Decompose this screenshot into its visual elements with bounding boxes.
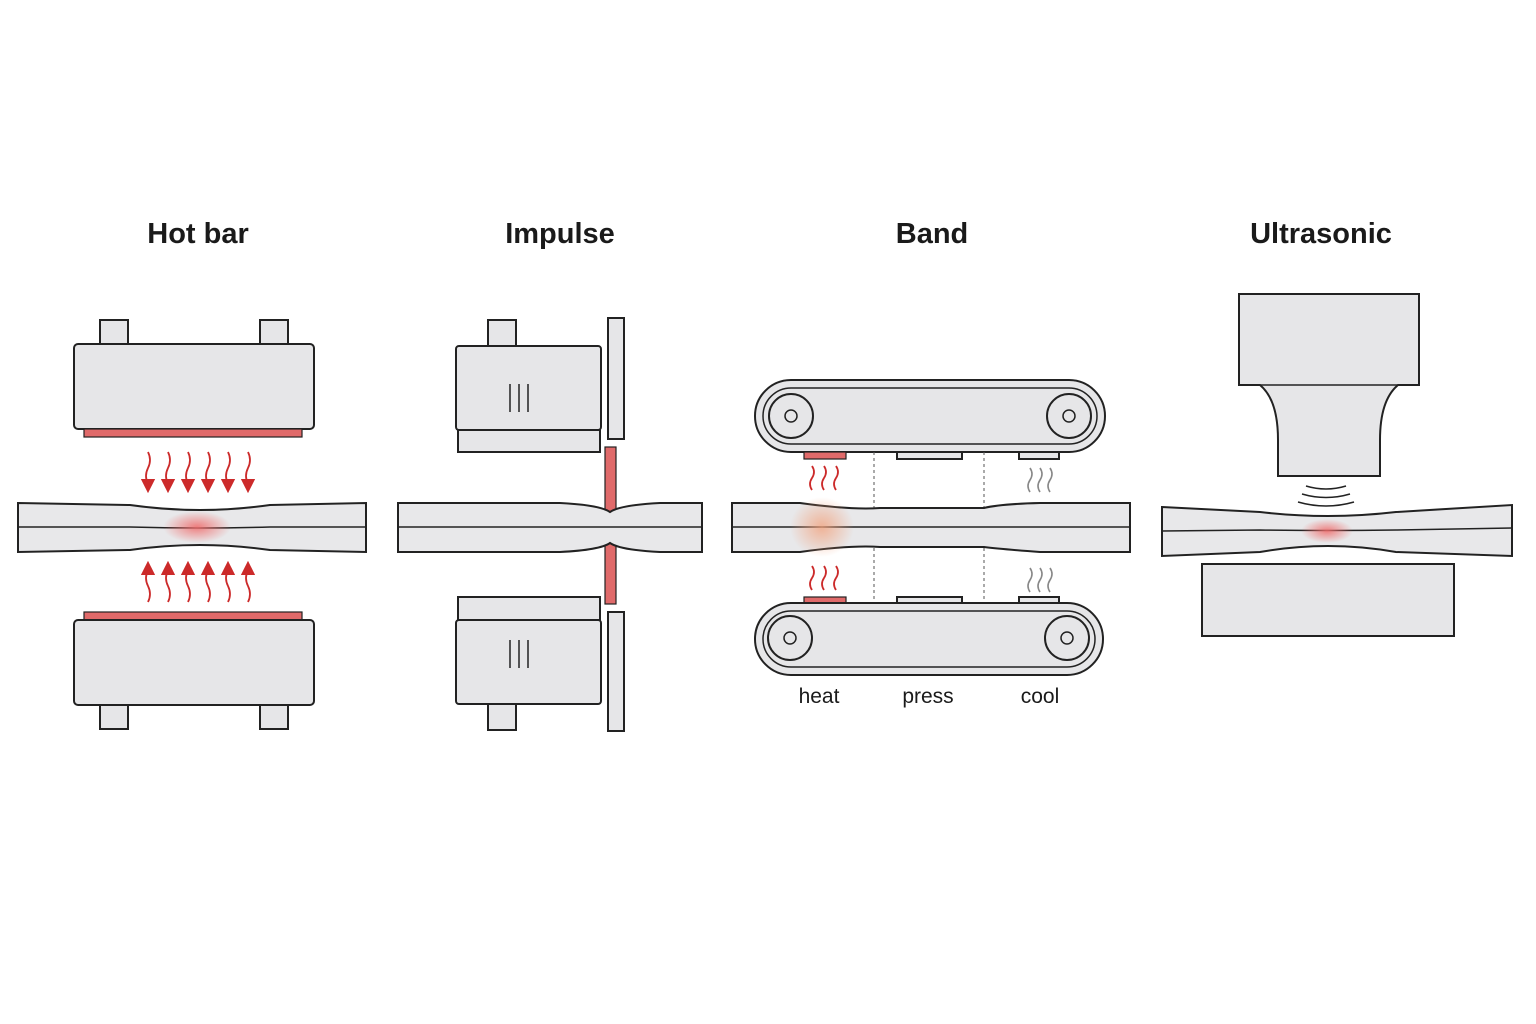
hot-bar-upper-jaw — [73, 319, 315, 438]
ultrasonic-seal-zone — [1301, 519, 1353, 543]
hot-bar-lower-jaw — [73, 611, 315, 730]
band-upper-belt — [754, 379, 1106, 460]
impulse-panel — [397, 317, 703, 732]
band-heat-zone-glow — [790, 497, 854, 557]
impulse-upper-element — [604, 446, 617, 514]
ultrasonic-anvil — [1201, 563, 1455, 637]
hot-bar-title: Hot bar — [147, 218, 249, 250]
heat-arrows-down — [140, 451, 256, 494]
impulse-lower-element — [604, 540, 617, 605]
zone-dividers — [873, 452, 985, 603]
ultrasonic-film — [1161, 503, 1513, 558]
upper-right-roller — [1046, 393, 1092, 439]
band-heat-waves — [809, 465, 839, 591]
hot-bar-seal-zone — [163, 511, 231, 543]
impulse-lower-jaw — [455, 596, 625, 732]
ultrasonic-panel — [1161, 293, 1513, 637]
band-panel — [731, 379, 1131, 676]
upper-left-roller — [768, 393, 814, 439]
impulse-title: Impulse — [505, 218, 615, 250]
band-title: Band — [895, 218, 969, 250]
band-stage-cool: cool — [1020, 685, 1060, 708]
ultrasonic-title: Ultrasonic — [1250, 218, 1392, 250]
lower-heating-strip — [83, 611, 303, 621]
band-cool-waves — [1027, 467, 1053, 593]
band-lower-belt — [754, 596, 1104, 676]
ultrasonic-vibration-waves — [1297, 485, 1355, 507]
hot-bar-film — [17, 501, 367, 554]
band-film — [731, 497, 1131, 557]
ultrasonic-horn — [1238, 293, 1420, 477]
hot-bar-panel — [17, 319, 367, 730]
band-stage-press: press — [902, 685, 954, 708]
lower-left-roller — [767, 615, 813, 661]
upper-heating-strip — [83, 428, 303, 438]
lower-right-roller — [1044, 615, 1090, 661]
impulse-upper-jaw — [455, 317, 625, 453]
heat-arrows-up — [140, 560, 256, 603]
band-stage-heat: heat — [798, 685, 840, 708]
impulse-film — [397, 502, 703, 553]
